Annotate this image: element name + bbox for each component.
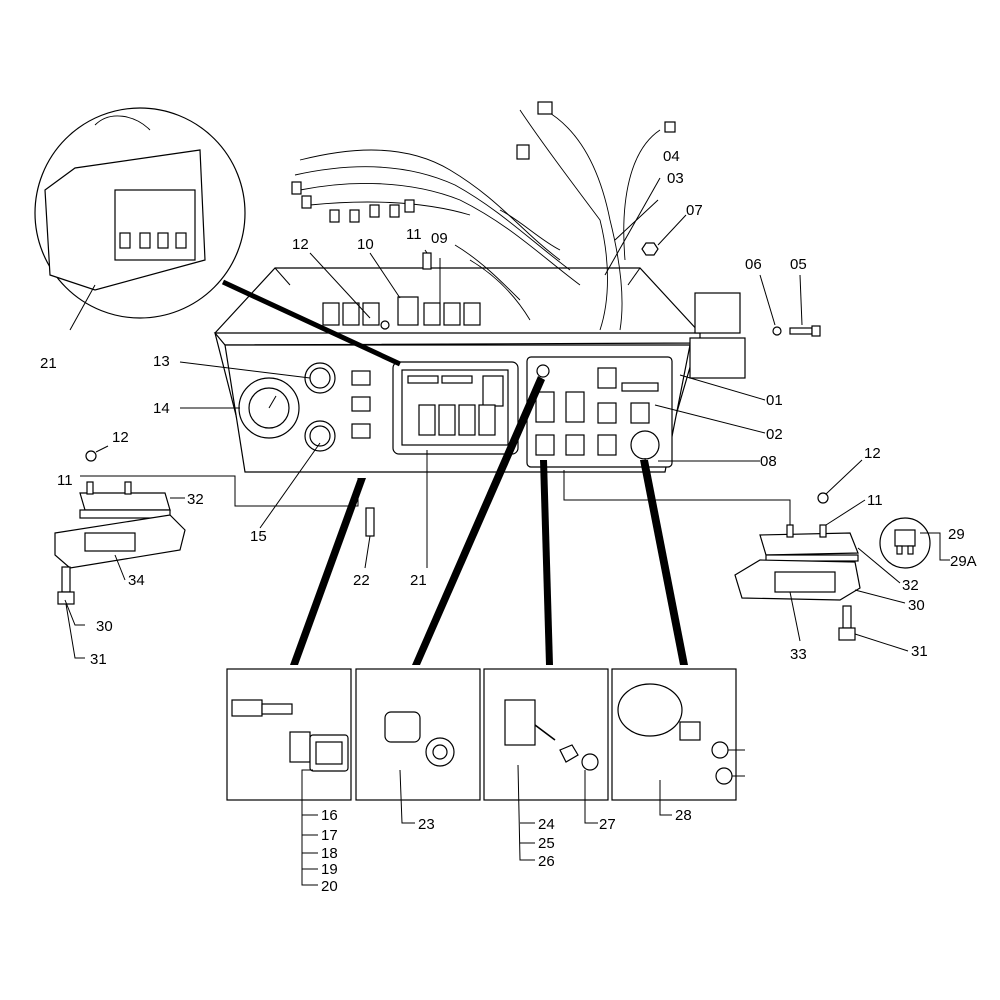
label-29: 29	[948, 526, 965, 543]
label-31b: 31	[911, 643, 928, 660]
label-03: 03	[667, 170, 684, 187]
leader-lines	[64, 177, 950, 886]
label-22: 22	[353, 572, 370, 589]
screw-31-right	[842, 605, 852, 629]
pointer-ignition	[640, 460, 688, 665]
fuse-22	[365, 507, 375, 537]
nut-12-right	[817, 492, 829, 504]
label-15: 15	[250, 528, 267, 545]
display-module	[392, 361, 519, 455]
indicator-lamp-2	[351, 396, 371, 412]
right-terminal-assembly	[734, 492, 861, 641]
label-17: 17	[321, 827, 338, 844]
nut-07	[641, 242, 659, 256]
label-34: 34	[128, 572, 145, 589]
label-29a: 29A	[950, 553, 977, 570]
detail-box-button	[355, 668, 481, 801]
label-30b: 30	[908, 597, 925, 614]
label-16: 16	[321, 807, 338, 824]
label-18: 18	[321, 845, 338, 862]
fuse-detail	[879, 517, 931, 569]
label-19: 19	[321, 861, 338, 878]
label-07: 07	[686, 202, 703, 219]
detail-box-toggle	[483, 668, 609, 801]
wiring-harness	[291, 101, 676, 331]
screw-11	[422, 252, 432, 270]
ignition-switch	[630, 430, 660, 460]
label-27: 27	[599, 816, 616, 833]
label-30a: 30	[96, 618, 113, 635]
label-25: 25	[538, 835, 555, 852]
label-10: 10	[357, 236, 374, 253]
label-02: 02	[766, 426, 783, 443]
left-terminal-assembly	[54, 450, 186, 605]
label-06: 06	[745, 256, 762, 273]
detail-pointer-bar	[221, 279, 402, 367]
side-connectors	[689, 292, 746, 379]
label-14: 14	[153, 400, 170, 417]
switch-panel	[526, 356, 673, 486]
label-26: 26	[538, 853, 555, 870]
label-05: 05	[790, 256, 807, 273]
pointer-button	[412, 376, 545, 665]
indicator-lamp-3	[351, 423, 371, 439]
label-23: 23	[418, 816, 435, 833]
label-21b: 21	[410, 572, 427, 589]
label-12b: 12	[112, 429, 129, 446]
label-08: 08	[760, 453, 777, 470]
pointer-lamp	[290, 478, 366, 665]
label-11a: 11	[406, 226, 422, 243]
detail-box-ignition	[611, 668, 745, 801]
label-09: 09	[431, 230, 448, 247]
label-28: 28	[675, 807, 692, 824]
label-32b: 32	[902, 577, 919, 594]
label-12c: 12	[864, 445, 881, 462]
label-01: 01	[766, 392, 783, 409]
label-12a: 12	[292, 236, 309, 253]
gauge-cluster	[238, 362, 371, 452]
part-labels: 21 04 03 07 06 05 12 10 11 09 01 02 08 1…	[40, 148, 977, 895]
label-31a: 31	[90, 651, 107, 668]
nut-12-left	[85, 450, 97, 462]
label-24: 24	[538, 816, 555, 833]
washer-06	[772, 326, 782, 336]
label-20: 20	[321, 878, 338, 895]
screw-31-left	[61, 566, 71, 593]
label-33: 33	[790, 646, 807, 663]
display-detail-circle	[34, 107, 246, 319]
label-04: 04	[663, 148, 680, 165]
label-11b: 11	[57, 472, 73, 489]
bolt-05	[789, 327, 813, 335]
label-13: 13	[153, 353, 170, 370]
pointer-toggle	[540, 460, 553, 665]
label-32a: 32	[187, 491, 204, 508]
label-11c: 11	[867, 492, 883, 509]
relay-row	[322, 296, 481, 330]
label-21a: 21	[40, 355, 57, 372]
indicator-lamp-1	[351, 370, 371, 386]
detail-box-lamp	[226, 668, 352, 801]
